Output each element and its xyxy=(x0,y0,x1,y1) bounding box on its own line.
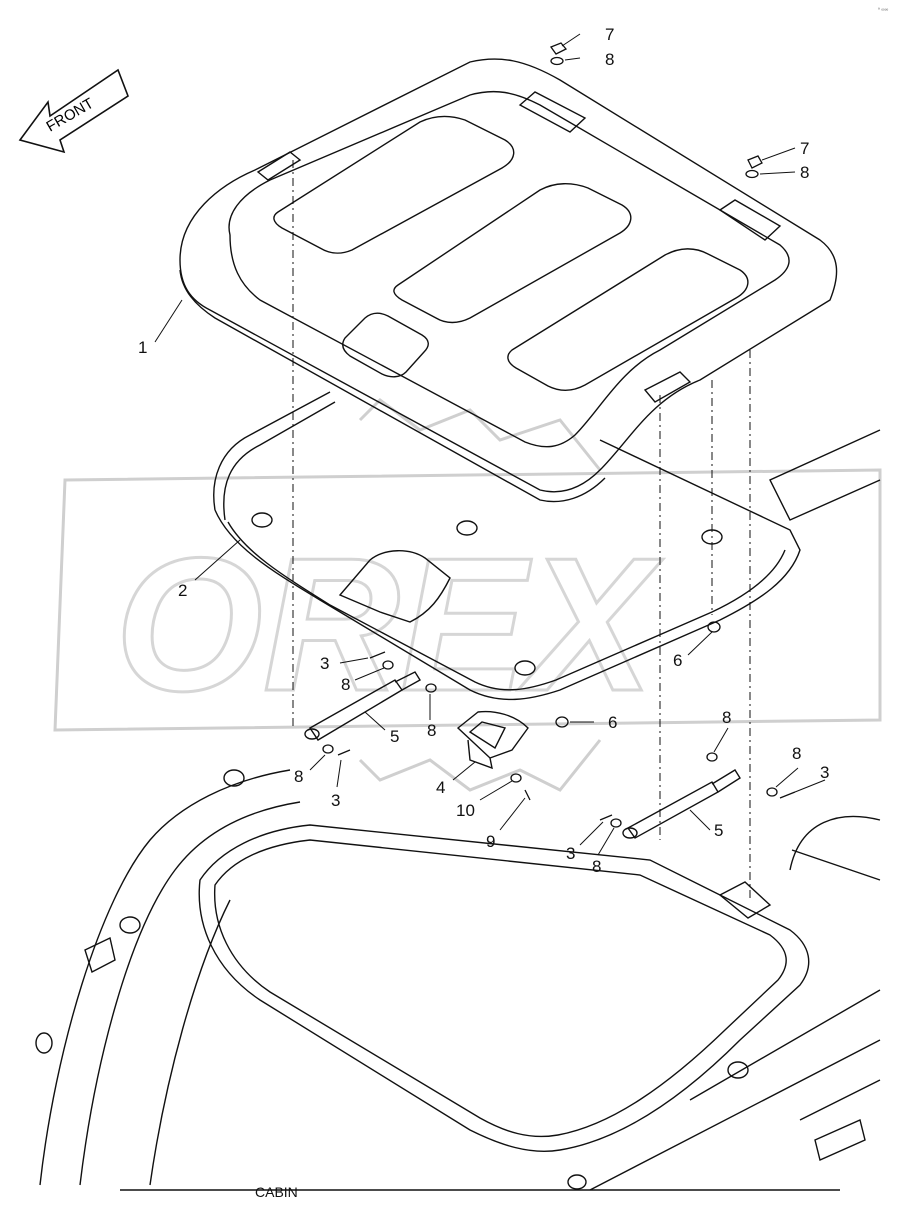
callout-3: 3 xyxy=(820,763,830,782)
callout-8: 8 xyxy=(722,708,732,727)
front-arrow-icon: FRONT xyxy=(18,68,129,154)
watermark-logo: OREX xyxy=(53,398,882,792)
callout-2: 2 xyxy=(178,581,188,600)
corner-mark: ª ∞∞ xyxy=(878,7,889,13)
leader-lines xyxy=(154,33,826,856)
callout-8: 8 xyxy=(341,675,351,694)
latch-assembly xyxy=(456,710,529,770)
callout-10: 10 xyxy=(456,801,475,820)
callout-8: 8 xyxy=(605,50,615,69)
callout-3: 3 xyxy=(566,844,576,863)
hatch-frame-seal xyxy=(213,391,801,701)
callout-8: 8 xyxy=(592,857,602,876)
callout-6: 6 xyxy=(673,651,683,670)
callout-4: 4 xyxy=(436,778,446,797)
callout-8: 8 xyxy=(800,163,810,182)
callout-5: 5 xyxy=(714,821,724,840)
callout-3: 3 xyxy=(331,791,341,810)
cabin-caption: CABIN xyxy=(255,1184,298,1200)
callout-1: 1 xyxy=(138,338,148,357)
roof-hatch-cover xyxy=(179,58,838,503)
callout-5: 5 xyxy=(390,727,400,746)
fasteners xyxy=(322,42,796,828)
assembly-lines xyxy=(292,160,751,900)
callout-8: 8 xyxy=(294,767,304,786)
cabin-body xyxy=(35,429,881,1191)
callout-8: 8 xyxy=(792,744,802,763)
callout-8: 8 xyxy=(427,721,437,740)
callout-3: 3 xyxy=(320,654,330,673)
callout-7: 7 xyxy=(605,25,615,44)
callout-9: 9 xyxy=(486,832,496,851)
callout-6: 6 xyxy=(608,713,618,732)
watermark-text: OREX xyxy=(115,519,664,731)
gas-strut-left xyxy=(304,671,421,741)
gas-strut-right xyxy=(622,769,741,839)
callout-7: 7 xyxy=(800,139,810,158)
